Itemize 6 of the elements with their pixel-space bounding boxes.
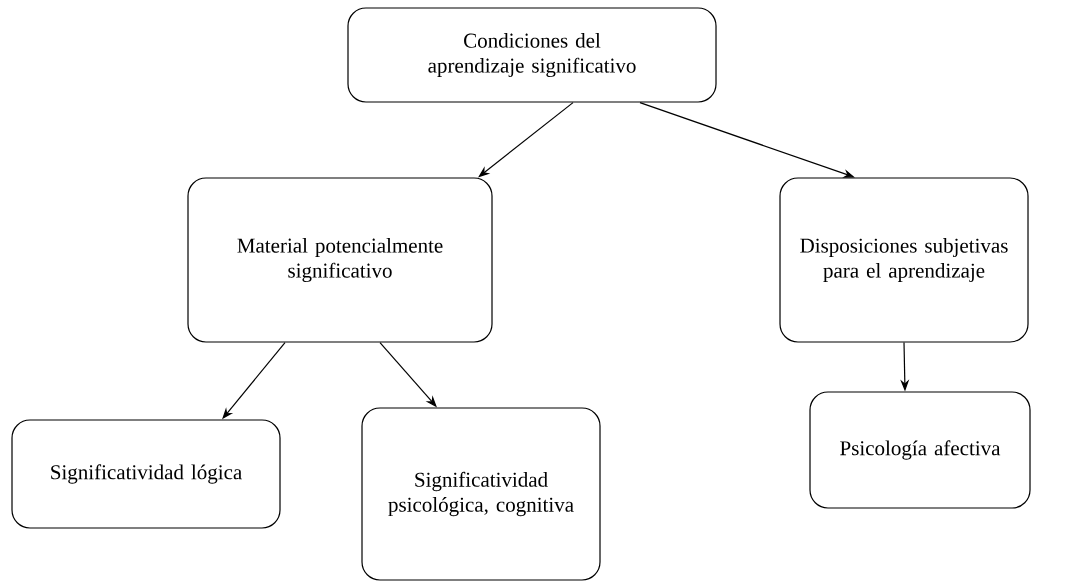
concept-box: Psicología afectiva <box>809 391 1031 509</box>
concept-box: Significatividad lógica <box>11 419 281 529</box>
concept-box: Condiciones del aprendizaje significativo <box>347 7 717 103</box>
concept-box: Disposiciones subjetivas para el aprendizaje <box>779 177 1029 343</box>
concept-box: Material potencialmente significativo <box>187 177 493 343</box>
concept-box: Significatividad psicológica, cognitiva <box>361 407 601 581</box>
